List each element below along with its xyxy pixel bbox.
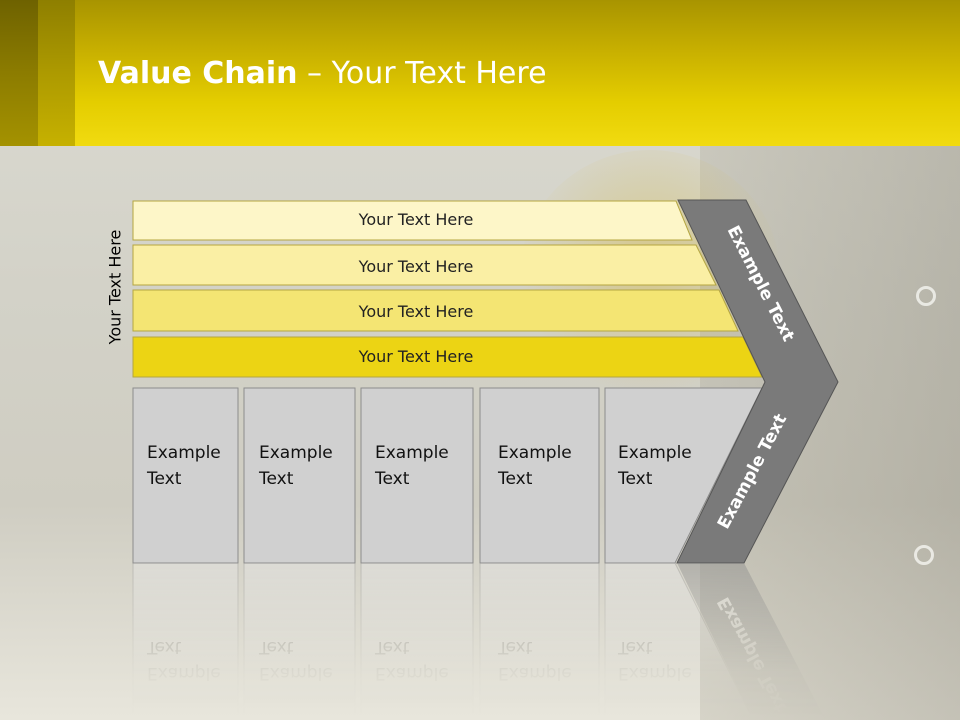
background-ring-bottom [914, 545, 934, 565]
bar-2 [132, 244, 717, 286]
slide-title: Value Chain – Your Text Here [98, 54, 547, 94]
bar-3 [132, 289, 739, 332]
reflection-cell-2 [243, 562, 356, 720]
reflection-cell-1-line1: Example [147, 663, 221, 683]
reflection: Example Text Example Text Example Text E… [132, 562, 826, 720]
cell-4 [479, 387, 600, 564]
cell-2-line1: Example [259, 443, 333, 463]
reflection-cell-4-line1: Example [498, 663, 572, 683]
cell-1 [132, 387, 239, 564]
reflection-cell-5 [604, 562, 754, 720]
reflection-cell-3-line2: Text [374, 637, 410, 657]
reflection-cell-3 [360, 562, 474, 720]
bar-4 [132, 336, 763, 378]
activity-bars: Your Text Here Your Text Here Your Text … [132, 200, 763, 378]
reflection-cell-1-line2: Text [146, 637, 182, 657]
reflection-cell-3-line1: Example [375, 663, 449, 683]
reflection-cell-2-line1: Example [259, 663, 333, 683]
slide-title-rest: – Your Text Here [297, 56, 547, 91]
cell-4-line1: Example [498, 443, 572, 463]
support-cells: Example Text Example Text Example Text E… [132, 387, 763, 564]
cell-5-line2: Text [617, 469, 653, 489]
bar-4-label: Your Text Here [358, 347, 474, 366]
header-accent-strip-light [38, 0, 75, 146]
bar-1-label: Your Text Here [358, 210, 474, 229]
bar-2-label: Your Text Here [358, 257, 474, 276]
slide-title-bold: Value Chain [98, 56, 298, 91]
reflection-cell-5-line1: Example [618, 663, 692, 683]
reflection-cell-4 [479, 562, 600, 720]
reflection-cell-2-line2: Text [258, 637, 294, 657]
reflection-cell-5-line2: Text [617, 637, 653, 657]
background-ring-top [916, 286, 936, 306]
cell-5-line1: Example [618, 443, 692, 463]
reflection-chevron [677, 563, 826, 720]
cell-3-line1: Example [375, 443, 449, 463]
bar-1 [132, 200, 693, 241]
cell-4-line2: Text [497, 469, 533, 489]
cell-3 [360, 387, 474, 564]
margin-chevron: Example Text Example Text [676, 199, 839, 564]
cell-2 [243, 387, 356, 564]
header-accent-strip-dark [0, 0, 38, 146]
cell-1-line1: Example [147, 443, 221, 463]
cell-2-line2: Text [258, 469, 294, 489]
header-band: Value Chain – Your Text Here [0, 0, 960, 146]
bar-3-label: Your Text Here [358, 302, 474, 321]
cell-3-line2: Text [374, 469, 410, 489]
cell-1-line2: Text [146, 469, 182, 489]
reflection-cell-4-line2: Text [497, 637, 533, 657]
reflection-cell-1 [132, 562, 239, 720]
